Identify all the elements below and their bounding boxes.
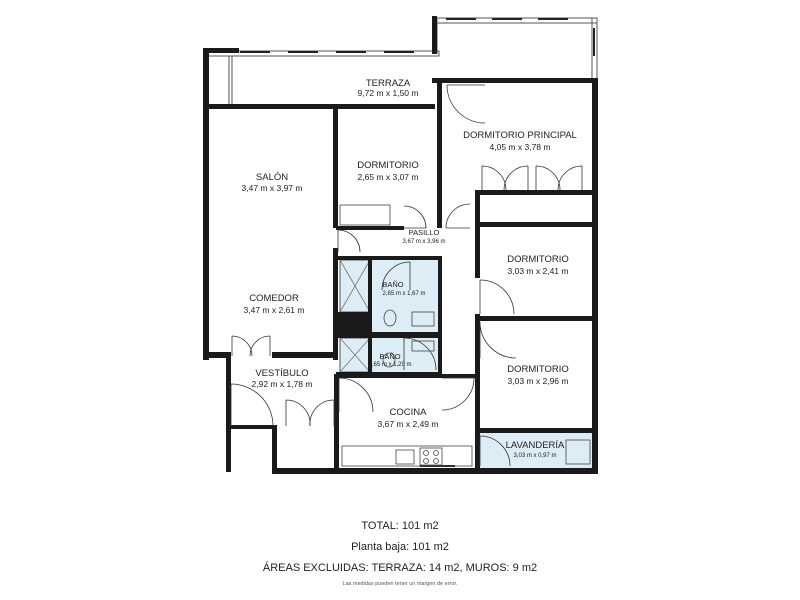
dormitorio-2-name: DORMITORIO: [507, 254, 569, 265]
bano-1-fill: [372, 260, 438, 332]
cooktop-icon: [419, 447, 443, 466]
total-area: TOTAL: 101 m2: [361, 520, 439, 532]
terraza-name: TERRAZA: [366, 78, 411, 89]
salon-dims: 3,47 m x 3,97 m: [242, 183, 303, 193]
walls: [203, 16, 598, 474]
ground-floor-area: Planta baja: 101 m2: [351, 541, 449, 553]
cocina-dims: 3,67 m x 2,49 m: [378, 419, 439, 429]
pasillo-name: PASILLO: [409, 228, 440, 237]
dormitorio-3-name: DORMITORIO: [507, 364, 569, 375]
comedor-dims: 3,47 m x 2,61 m: [244, 305, 305, 315]
cocina-name: COCINA: [390, 407, 428, 418]
excluded-areas: ÁREAS EXCLUIDAS: TERRAZA: 14 m2, MUROS: …: [262, 562, 538, 574]
dormitorio-3-dims: 3,03 m x 2,96 m: [508, 376, 569, 386]
toilet-icon: [383, 309, 397, 327]
vestibulo-dims: 2,92 m x 1,78 m: [252, 379, 313, 389]
bano-2-dims: 2,65 m x 1,20 m: [368, 362, 411, 368]
lavanderia-fill: [478, 432, 596, 468]
dormitorio-principal-dims: 4,05 m x 3,78 m: [490, 142, 551, 152]
bano-2-name: BAÑO: [379, 352, 400, 361]
washer-icon: [565, 439, 591, 465]
dormitorio-principal-name: DORMITORIO PRINCIPAL: [463, 130, 577, 141]
comedor-name: COMEDOR: [249, 293, 299, 304]
sink-icon: [395, 449, 415, 465]
terraza-dims: 9,72 m x 1,50 m: [358, 88, 419, 98]
washbasin-icon: [411, 311, 435, 327]
salon-name: SALÓN: [256, 172, 288, 183]
dormitorio-1-dims: 2,65 m x 3,07 m: [358, 172, 419, 182]
disclaimer-note: Las medidas pueden tener un margen de er…: [342, 581, 458, 587]
bano-1-name: BAÑO: [382, 280, 403, 289]
bano-2-fill: [372, 338, 438, 372]
dormitorio-1-name: DORMITORIO: [357, 160, 419, 171]
fixtures: [339, 204, 591, 467]
doors: [230, 84, 583, 467]
bano-1-dims: 2,65 m x 1,67 m: [382, 291, 425, 297]
vestibulo-name: VESTÍBULO: [255, 368, 308, 379]
pasillo-dims: 3,67 m x 3,96 m: [402, 239, 445, 245]
lavanderia-dims: 3,03 m x 0,97 m: [513, 453, 556, 459]
dormitorio-2-dims: 3,03 m x 2,41 m: [508, 266, 569, 276]
lavanderia-name: LAVANDERÍA: [506, 440, 565, 451]
toilet-icon-2: [382, 352, 396, 368]
